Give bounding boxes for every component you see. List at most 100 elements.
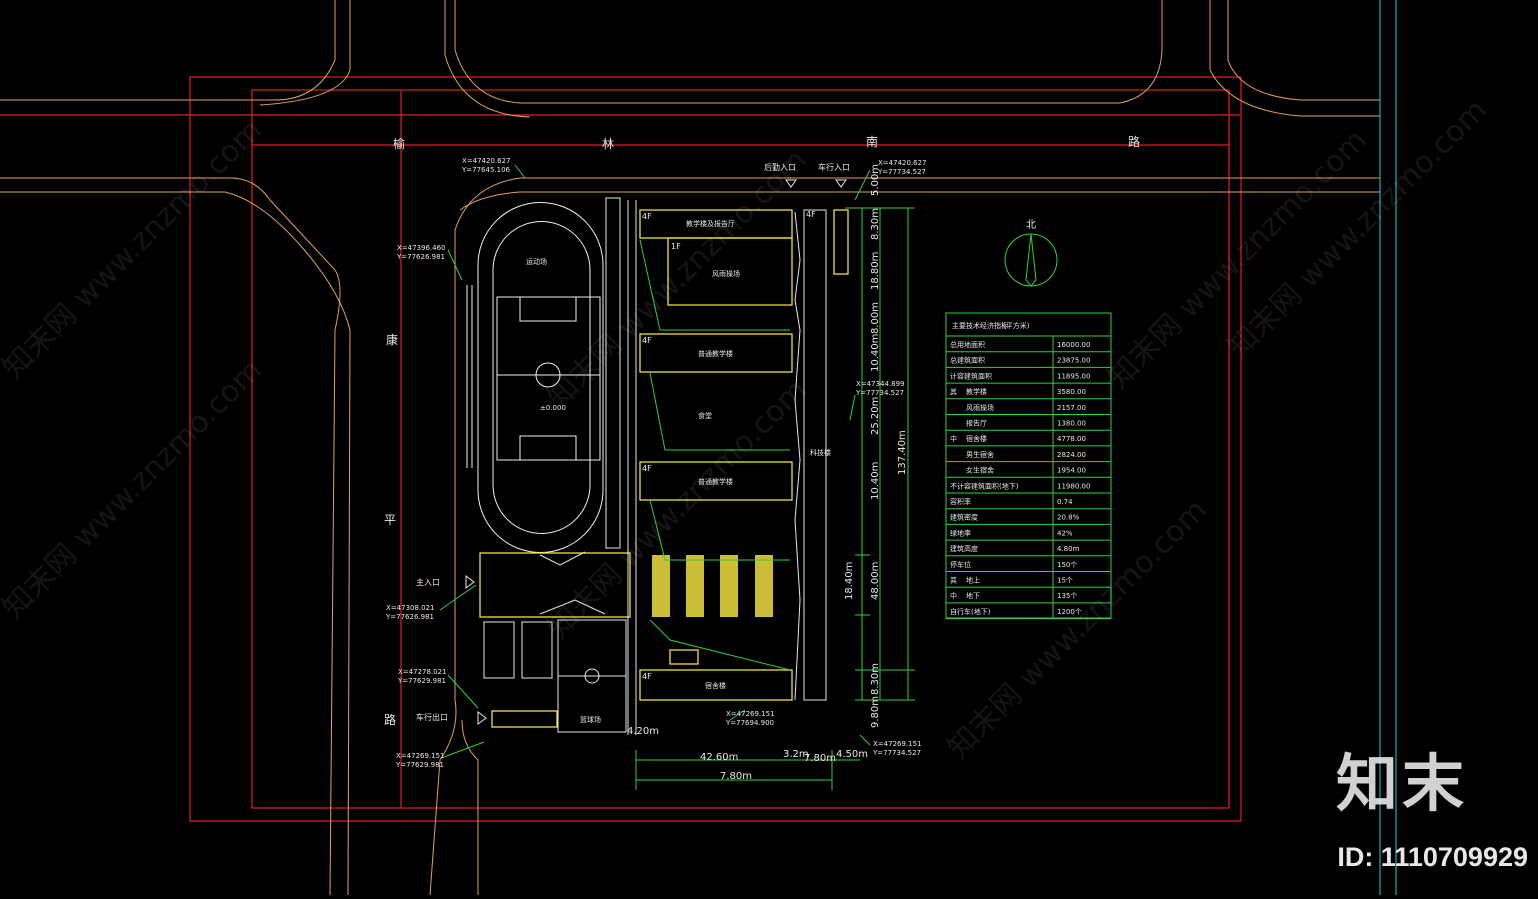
dim-label: 18.80m (870, 252, 881, 290)
watermark-text: 知末网 www.znzmo.com (0, 353, 269, 626)
table-cell-label: 宿舍楼 (966, 434, 987, 443)
road-lines (0, 0, 1380, 896)
table-cell-label: 建筑密度 (950, 513, 978, 522)
table-cell-label: 总用地面积 (950, 340, 985, 349)
dim-label: 8.00m (870, 302, 881, 334)
site-boundaries (0, 76, 1242, 822)
table-cell-group: 其 (950, 388, 957, 396)
table-cell-value: 1954.00 (1057, 467, 1086, 475)
table-cell-value: 15个 (1057, 577, 1073, 585)
dim-label: 8.30m (870, 208, 881, 240)
road-char: 榆 (393, 136, 405, 151)
building-label: 普通教学楼 (698, 477, 733, 486)
dim-label: 8.30m (870, 663, 881, 695)
road-names: 榆 林 南 路 康 平 路 (384, 134, 1140, 727)
watermark-text: 知末网 www.znzmo.com (541, 143, 814, 416)
dim-label: 10.40m (870, 334, 881, 372)
dim-label: 48.00m (870, 562, 881, 600)
north-label: 北 (1026, 219, 1036, 231)
building-label: 风雨操场 (712, 269, 740, 278)
building-label: 普通教学楼 (698, 349, 733, 358)
watermarks: 知末网 www.znzmo.com 知末网 www.znzmo.com 知末网 … (0, 93, 1494, 766)
table-cell-value: 1200个 (1057, 608, 1082, 616)
dim-label: 9.80m (870, 696, 881, 728)
dim-label: 5.00m (870, 164, 881, 196)
dim-label: 25.20m (870, 397, 881, 435)
running-track (466, 202, 604, 553)
table-cell-label: 绿地率 (950, 528, 971, 537)
table-cell-group: 中 (950, 434, 957, 443)
coord-y: Y=77629.981 (397, 677, 446, 685)
coord-x: X=47308.021 (386, 604, 435, 612)
horizontal-dimensions: 4.20m 42.60m 3.2m 7.80m 4.50m 7.80m (627, 726, 868, 782)
table-cell-label: 计容建筑面积 (950, 371, 992, 380)
coord-y: Y=77629.981 (395, 761, 444, 769)
table-cell-label: 总建筑面积 (950, 356, 985, 365)
building-labels: 教学楼及报告厅 风雨操场 普通教学楼 普通教学楼 宿舍楼 运动场 篮球场 食堂 … (526, 219, 831, 724)
building-label: 运动场 (526, 257, 547, 266)
table-cell-group: 其 (950, 577, 957, 585)
table-cell-label: 停车位 (950, 560, 971, 569)
dim-label: 42.60m (700, 752, 738, 763)
elevation-mark: ±0.000 (540, 404, 566, 412)
table-cell-value: 150个 (1057, 561, 1077, 569)
table-cell-label: 男生宿舍 (966, 450, 994, 459)
table-cell-label: 女生宿舍 (966, 466, 994, 475)
road-char: 平 (384, 513, 396, 527)
table-cell-label: 自行车(地下) (950, 607, 991, 616)
coord-y: Y=77694.900 (725, 719, 774, 727)
entrance-arrow-icon (477, 711, 487, 725)
road-char: 林 (602, 137, 614, 151)
table-cell-value: 4.80m (1057, 545, 1080, 553)
building-label: 教学楼及报告厅 (686, 219, 735, 228)
table-cell-value: 2824.00 (1057, 451, 1086, 459)
table-cell-label: 不计容建筑面积(地下) (950, 481, 1019, 490)
dim-label: 7.80m (804, 753, 836, 764)
coord-x: X=47269.151 (873, 740, 922, 748)
table-cell-value: 23875.00 (1057, 357, 1090, 365)
building-label: 篮球场 (580, 715, 601, 724)
table-cell-label: 风雨操场 (966, 403, 994, 412)
road-char: 南 (866, 134, 878, 149)
coord-y: Y=77645.106 (461, 166, 511, 174)
coord-y: Y=77626.981 (396, 253, 445, 261)
dim-label: 4.50m (836, 749, 868, 760)
coord-y: Y=77734.527 (877, 168, 926, 176)
building-label: 宿舍楼 (705, 681, 726, 690)
floor-tag: 4F (642, 212, 652, 221)
floor-tag: 4F (642, 672, 652, 681)
coord-x: X=47396.460 (397, 244, 446, 252)
coord-x: X=47344.899 (856, 380, 905, 388)
annotation-leaders (439, 164, 1058, 790)
floor-tags: 4F 1F 4F 4F 4F 4F (642, 210, 816, 681)
watermark-text: 知末网 www.znzmo.com (941, 493, 1214, 766)
table-cell-group: 中 (950, 591, 957, 600)
back-entrance-label: 后勤入口 (764, 162, 796, 172)
table-unit: (平方米) (1003, 321, 1030, 330)
brand-logo: 知末 (1335, 747, 1468, 820)
buildings (479, 209, 849, 728)
dim-label: 137.40m (897, 430, 908, 475)
table-cell-label: 建筑高度 (950, 544, 978, 553)
coord-x: X=47420.627 (462, 157, 511, 165)
road-char: 路 (1128, 134, 1140, 149)
entrance-arrow-icon (465, 575, 475, 589)
table-cell-value: 16000.00 (1057, 341, 1090, 349)
dim-label: 7.80m (720, 771, 752, 782)
table-cell-value: 3580.00 (1057, 388, 1086, 396)
table-cell-value: 0.74 (1057, 498, 1073, 506)
site-walls (483, 197, 827, 735)
stair-hatches (652, 555, 773, 617)
table-cell-label: 地下 (966, 591, 980, 600)
table-cell-label: 报告厅 (966, 419, 987, 428)
coord-y: Y=77626.981 (385, 613, 434, 621)
coord-x: X=47420.627 (878, 159, 927, 167)
floor-tag: 1F (671, 242, 681, 251)
watermark-text: 知末网 www.znzmo.com (0, 113, 269, 386)
table-cell-value: 135个 (1057, 592, 1077, 600)
north-arrow-icon (1025, 233, 1037, 287)
entrance-labels: 后勤入口 车行入口 主入口 车行出口 (416, 162, 850, 725)
dim-label: 4.20m (627, 726, 659, 737)
